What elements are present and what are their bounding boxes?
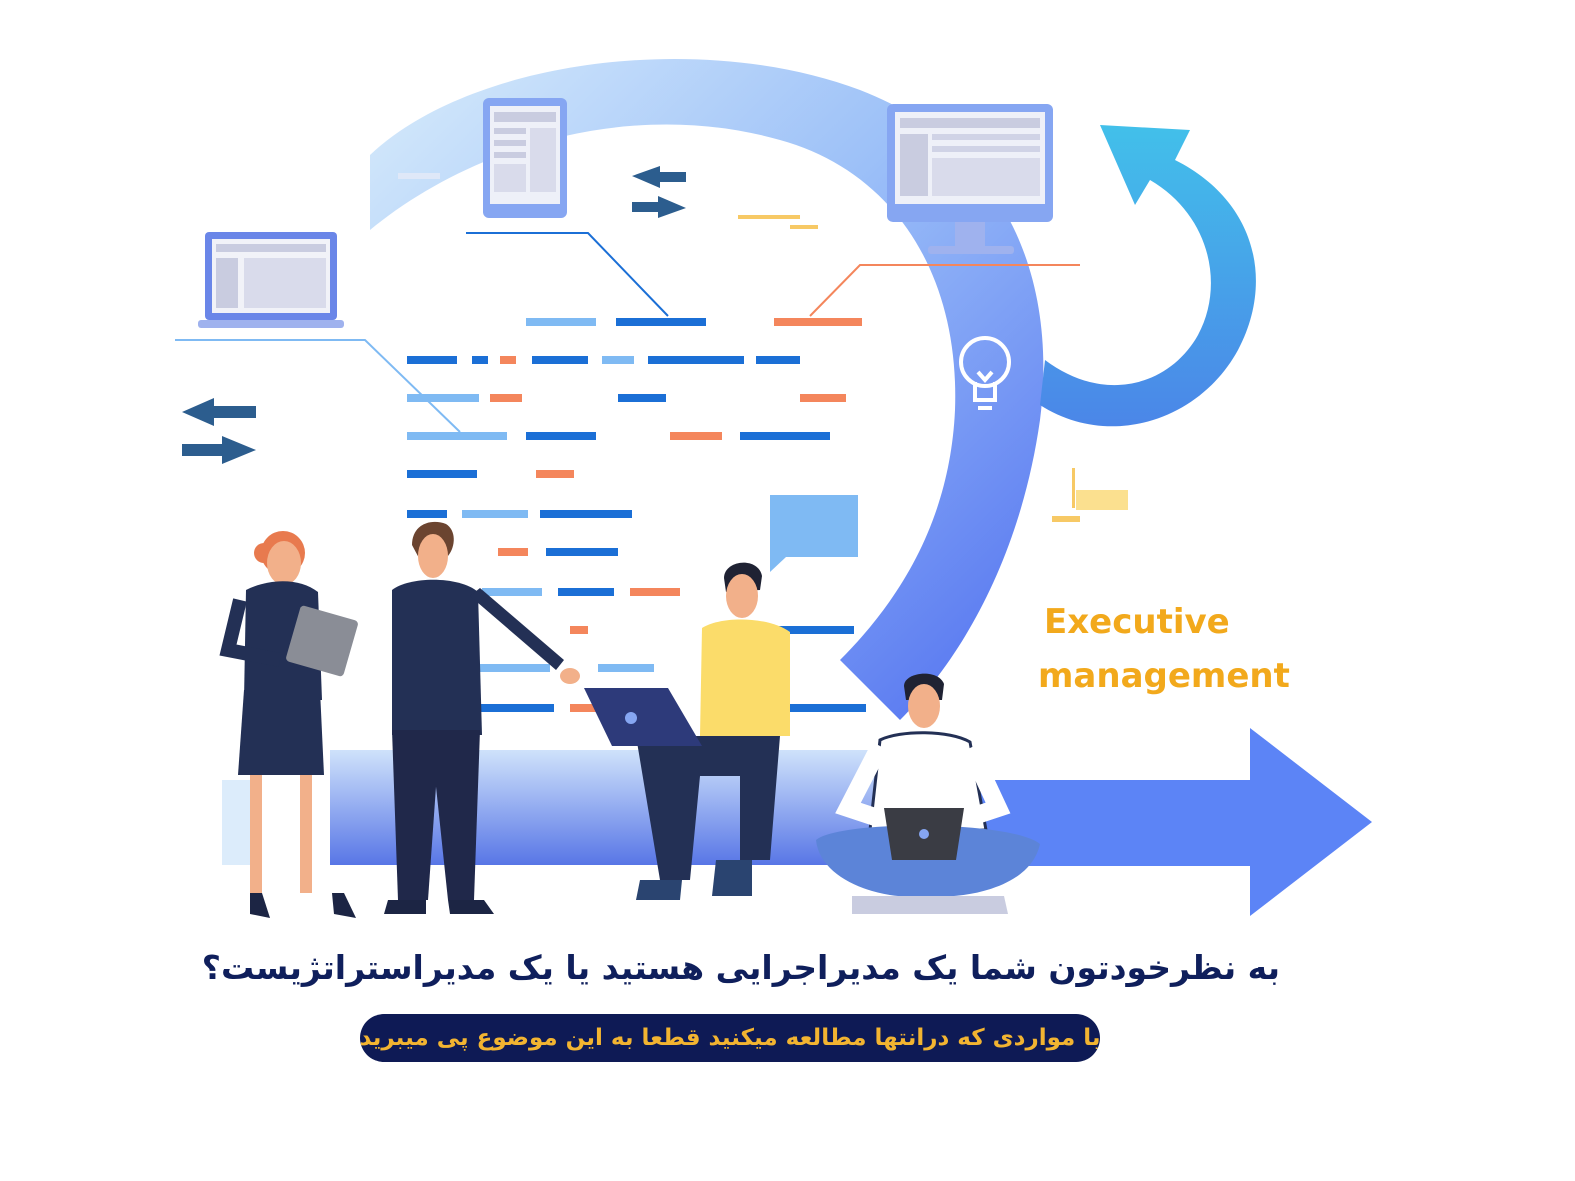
- laptop-icon: [198, 232, 344, 328]
- subline-banner: با مواردی که درانتها مطالعه میکنید قطعا …: [359, 1014, 1101, 1062]
- man-pointing-figure: [384, 521, 580, 914]
- decorative-marks: [738, 215, 1128, 522]
- monitor-icon: [887, 104, 1053, 254]
- exchange-arrows-icon: [632, 166, 686, 218]
- woman-figure: [219, 531, 358, 918]
- man-crosslegged-figure: [816, 673, 1040, 914]
- tablet-icon: [483, 98, 567, 218]
- chat-bubble-icon: [770, 495, 858, 572]
- gantt-bars: [407, 318, 866, 712]
- executive-label-line2: management: [1038, 656, 1290, 696]
- man-sitting-figure: [584, 562, 790, 900]
- executive-label-line1: Executive: [1044, 602, 1230, 642]
- right-arrow-icon: [980, 728, 1372, 916]
- return-arrow-icon: [1040, 125, 1256, 427]
- exchange-arrows-icon: [182, 398, 256, 464]
- lightbulb-icon: [959, 336, 1011, 410]
- headline: به نظرخودتون شما یک مدیراجرایی هستید یا …: [201, 948, 1280, 987]
- cycle-arc: [370, 59, 1044, 720]
- subline-text: با مواردی که درانتها مطالعه میکنید قطعا …: [359, 1025, 1101, 1051]
